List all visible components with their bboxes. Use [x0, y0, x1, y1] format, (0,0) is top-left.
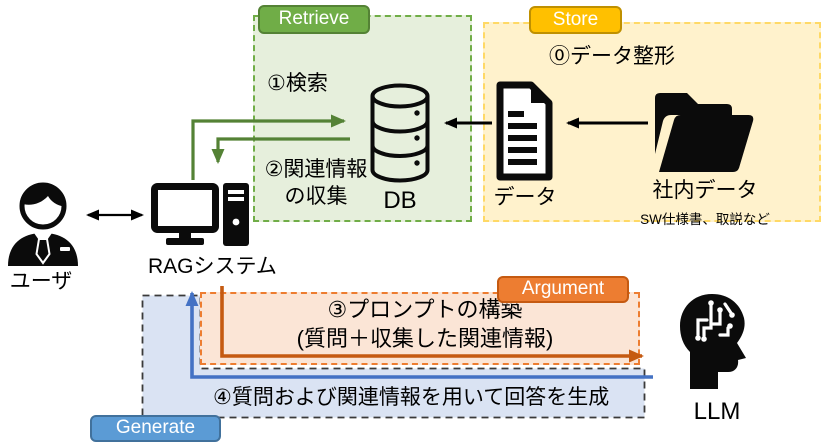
- llm-brain-icon: [680, 294, 746, 389]
- user-label: ユーザ: [9, 270, 73, 293]
- generate-stage-tag: Generate: [90, 415, 221, 442]
- internal-data-title: 社内データ: [652, 179, 758, 202]
- search-arrow: [191, 114, 346, 180]
- store-stage-tag: Store: [529, 6, 622, 34]
- argument-box: [200, 292, 640, 365]
- llm-label: LLM: [693, 398, 741, 425]
- rag-system-label: RAGシステム: [148, 255, 277, 278]
- step0-shaping-label: ⓪データ整形: [549, 45, 675, 68]
- step2-line1: ②関連情報: [264, 158, 368, 181]
- retrieve-box: [253, 15, 472, 222]
- answer-arrow: [185, 291, 653, 379]
- step4-generate-label: ④質問および関連情報を用いて回答を生成: [213, 386, 610, 409]
- argument-stage-tag: Argument: [497, 276, 629, 303]
- step3-prompt-label: ③プロンプトの構築 (質問＋収集した関連情報): [210, 296, 640, 353]
- retrieve-stage-tag: Retrieve: [258, 5, 370, 34]
- prompt-arrow: [220, 286, 644, 363]
- step3-line2: (質問＋収集した関連情報): [296, 325, 554, 351]
- collect-arrow: [211, 137, 350, 164]
- step2-line2: の収集: [284, 185, 348, 209]
- internal-data-folder-icon: [655, 93, 754, 172]
- data-label: データ: [493, 186, 557, 209]
- rag-computer-icon: [151, 183, 249, 246]
- database-icon: [370, 83, 430, 183]
- db-label: DB: [383, 187, 417, 214]
- data-document-icon: [496, 81, 553, 181]
- user-icon: [8, 182, 78, 266]
- step3-line1: ③プロンプトの構築: [327, 297, 523, 322]
- internal-data-subtitle: SW仕様書、取説など: [640, 212, 770, 228]
- internal-data-label: 社内データ SW仕様書、取説など: [640, 177, 770, 232]
- step1-search-label: ①検索: [267, 72, 328, 95]
- step2-collect-label: ②関連情報 の収集: [250, 156, 382, 211]
